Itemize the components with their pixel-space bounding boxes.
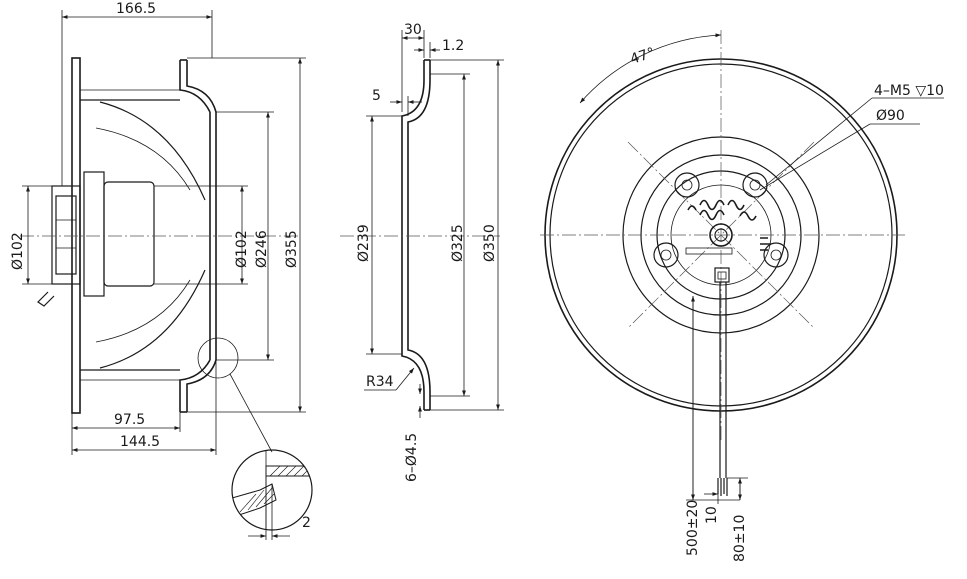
- cooling-fins: [687, 199, 770, 251]
- cable-exit: [37, 291, 55, 307]
- strip-label: 10: [704, 506, 720, 524]
- shaft: [709, 223, 733, 247]
- mounting-lug-tl: [674, 172, 700, 198]
- blade-curve: [99, 101, 206, 201]
- bolt-circle-label: Ø90: [876, 108, 905, 124]
- thread-label: 4–M5 ▽10: [874, 83, 944, 99]
- lead-length-label: 80±10: [732, 515, 748, 562]
- dim-radius: R34: [366, 374, 394, 390]
- dim-239: Ø239: [356, 224, 372, 262]
- dim-325: Ø325: [450, 224, 466, 262]
- angle-arc: [579, 33, 722, 104]
- dim-hub-diameter: Ø102: [10, 232, 26, 270]
- section-view: 30 1.2 5 Ø239 Ø325 Ø350 R34 6–Ø4.5: [340, 22, 504, 482]
- dim-1-2: 1.2: [442, 38, 464, 54]
- angle-label: 47°: [628, 45, 657, 68]
- dim-97-5: 97.5: [114, 412, 145, 428]
- cable-length-label: 500±20: [685, 500, 701, 556]
- front-view: 47° 4–M5 ▽10 Ø90 500±20 10 80±10: [540, 30, 944, 562]
- cable-connector: [714, 267, 730, 283]
- detail-gap-label: 2: [302, 515, 311, 531]
- dim-144-5: 144.5: [120, 434, 160, 450]
- detail-view: 2: [231, 449, 313, 540]
- dim-inlet-diameter: Ø102: [234, 230, 250, 268]
- dim-166-5: 166.5: [116, 1, 156, 17]
- dim-holes: 6–Ø4.5: [404, 433, 420, 482]
- motor-housing: [51, 185, 81, 285]
- dim-30: 30: [404, 22, 422, 38]
- rotor-hub: [83, 171, 105, 297]
- dim-355: Ø355: [284, 230, 300, 268]
- mounting-lug-bl: [653, 242, 679, 268]
- dim-246: Ø246: [254, 230, 270, 268]
- side-view: 2 166.5 Ø102 Ø102 Ø246 Ø355 97.5: [10, 1, 313, 540]
- dim-5: 5: [372, 88, 381, 104]
- mounting-lug-br: [763, 242, 789, 268]
- dim-350: Ø350: [482, 224, 498, 262]
- detail-marker: [197, 337, 239, 379]
- mounting-lug-tr: [742, 172, 768, 198]
